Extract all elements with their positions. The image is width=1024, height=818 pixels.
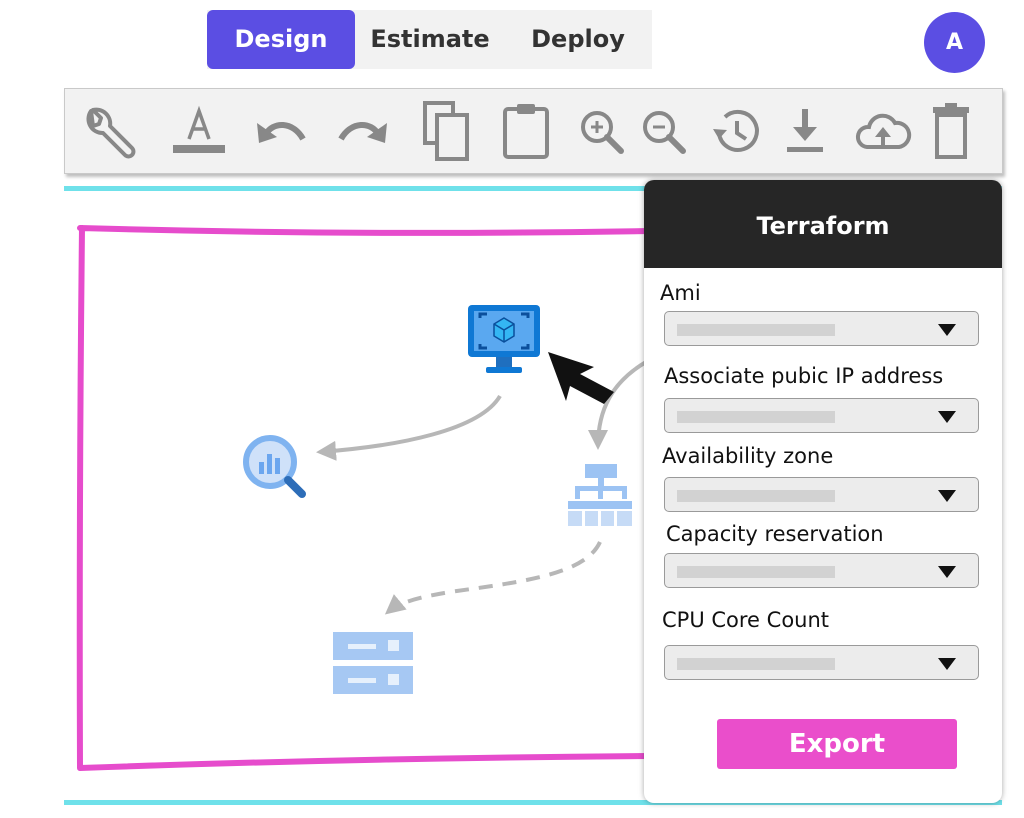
canvas-bottom-border xyxy=(64,800,1002,805)
network-hierarchy-icon[interactable] xyxy=(568,464,632,526)
field-label-ami: Ami xyxy=(660,281,701,305)
tab-estimate[interactable]: Estimate xyxy=(370,25,490,53)
zoom-out-icon[interactable] xyxy=(633,99,697,163)
select-placeholder-bar xyxy=(677,324,835,336)
caret-down-icon xyxy=(938,658,956,670)
ami-select[interactable] xyxy=(664,311,979,346)
panel-title: Terraform xyxy=(644,180,1002,268)
tab-deploy[interactable]: Deploy xyxy=(531,25,625,53)
connector-panel-to-network[interactable] xyxy=(588,360,648,450)
history-icon[interactable] xyxy=(705,99,769,163)
select-placeholder-bar xyxy=(677,566,835,578)
field-label-cpu-core-count: CPU Core Count xyxy=(662,608,830,632)
field-label-capacity-reservation: Capacity reservation xyxy=(666,522,884,546)
zoom-in-icon[interactable] xyxy=(571,99,635,163)
text-format-icon[interactable] xyxy=(167,99,231,163)
export-button[interactable]: Export xyxy=(717,719,957,769)
pointer-arrow-icon xyxy=(548,352,614,404)
availability-zone-select[interactable] xyxy=(664,477,979,512)
download-icon[interactable] xyxy=(773,99,837,163)
terraform-panel: Terraform Ami Associate pubic IP address… xyxy=(644,180,1002,803)
copy-icon[interactable] xyxy=(415,99,479,163)
cpu-core-count-select[interactable] xyxy=(664,645,979,680)
canvas-top-border xyxy=(64,186,1002,191)
boundary-frame xyxy=(76,225,653,771)
field-label-availability-zone: Availability zone xyxy=(662,444,834,468)
capacity-reservation-select[interactable] xyxy=(664,553,979,588)
caret-down-icon xyxy=(938,324,956,336)
wrench-icon[interactable] xyxy=(77,99,141,163)
paste-icon[interactable] xyxy=(495,99,559,163)
user-avatar[interactable]: A xyxy=(924,12,985,73)
caret-down-icon xyxy=(938,566,956,578)
delete-icon[interactable] xyxy=(919,99,983,163)
connector-vm-to-search[interactable] xyxy=(316,394,502,461)
connector-network-to-storage[interactable] xyxy=(384,541,602,615)
select-placeholder-bar xyxy=(677,411,835,423)
associate-public-ip-select[interactable] xyxy=(664,398,979,433)
toolbar xyxy=(64,88,1003,174)
caret-down-icon xyxy=(938,411,956,423)
field-label-public-ip: Associate pubic IP address xyxy=(664,364,944,388)
select-placeholder-bar xyxy=(677,658,835,670)
search-analytics-icon[interactable] xyxy=(243,435,306,498)
cloud-upload-icon[interactable] xyxy=(851,99,915,163)
storage-server-icon[interactable] xyxy=(333,632,413,694)
select-placeholder-bar xyxy=(677,490,835,502)
caret-down-icon xyxy=(938,490,956,502)
tab-design[interactable]: Design xyxy=(207,10,355,69)
undo-icon[interactable] xyxy=(249,99,313,163)
redo-icon[interactable] xyxy=(331,99,395,163)
mode-tabs: Design Estimate Deploy xyxy=(207,10,652,69)
virtual-machine-icon[interactable] xyxy=(468,305,540,373)
